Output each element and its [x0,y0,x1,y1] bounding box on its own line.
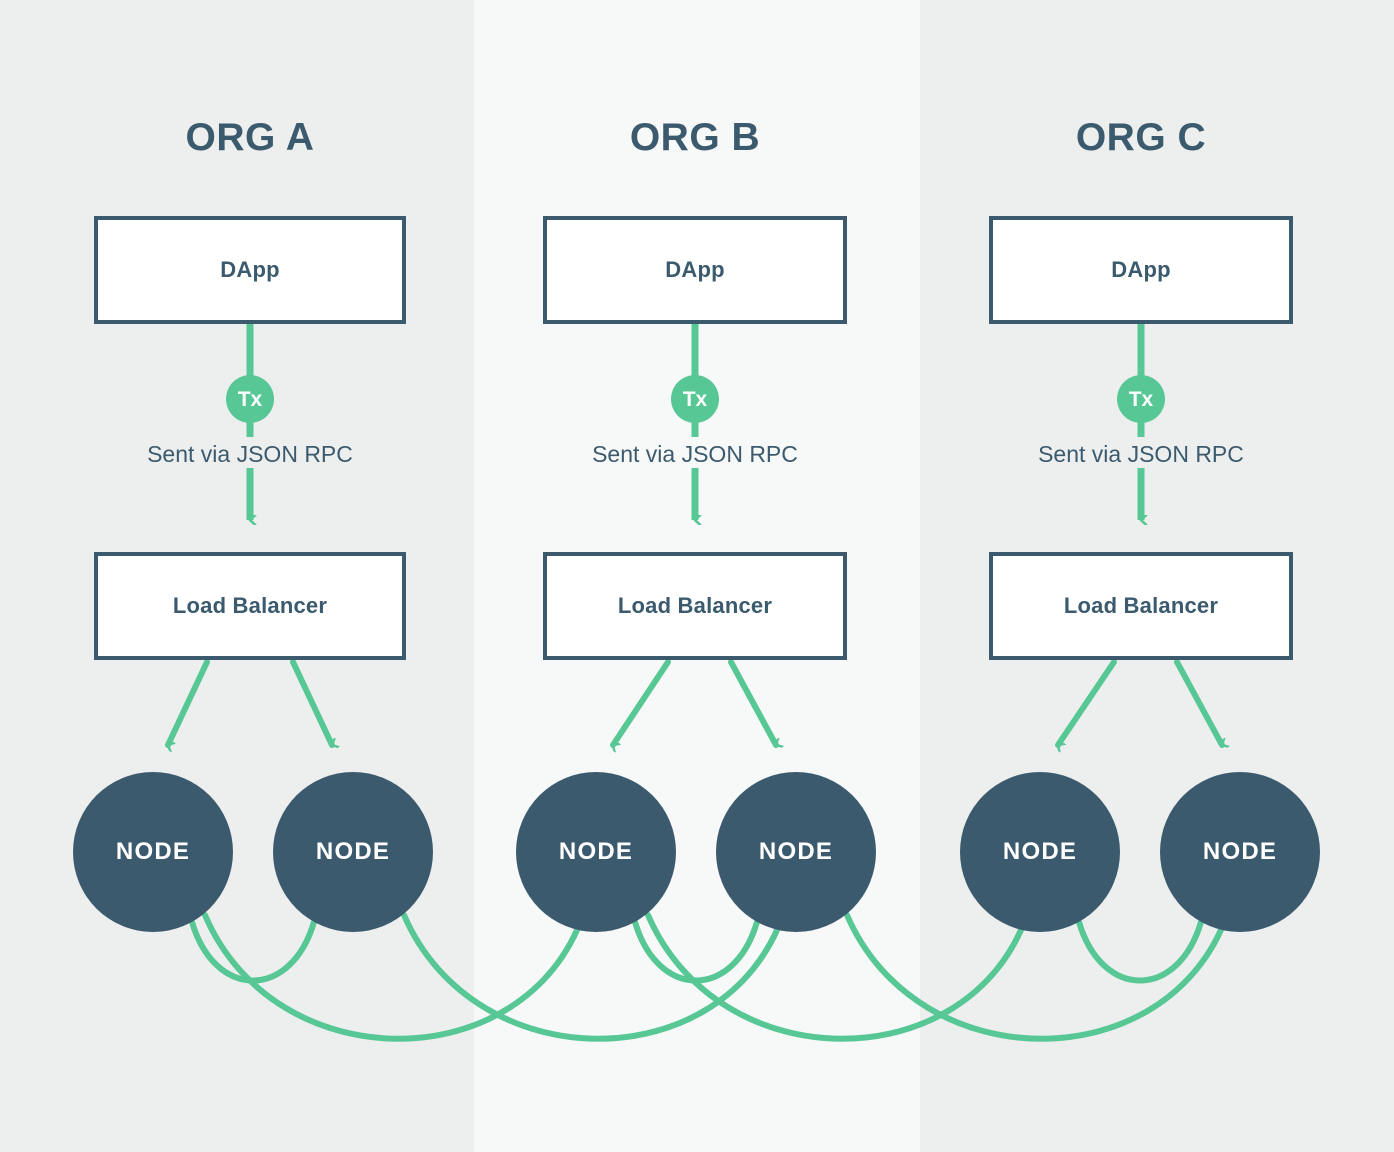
org-a-node-2[interactable]: NODE [273,772,433,932]
org-c-tx-badge: Tx [1117,375,1165,423]
org-b-title: ORG B [629,116,761,159]
org-a-lb-to-node1-arrow [165,659,210,745]
org-c-node-2[interactable]: NODE [1160,772,1320,932]
org-a-flow-connectors [165,324,332,745]
org-a-load-balancer-box[interactable]: Load Balancer [94,552,406,660]
org-c-title: ORG C [1075,116,1207,159]
org-b-json-rpc-label: Sent via JSON RPC [592,441,798,467]
org-c-load-balancer-box[interactable]: Load Balancer [989,552,1293,660]
mesh-arc-node4-node6 [844,912,1230,1042]
mesh-arc-node5-node6 [1076,919,1204,984]
org-b-dapp-box[interactable]: DApp [543,216,847,324]
org-a-json-rpc-label: Sent via JSON RPC [147,441,353,467]
org-b-node-2[interactable]: NODE [716,772,876,932]
mesh-arc-node3-node5 [645,912,1030,1042]
org-a-title: ORG A [185,116,315,159]
mesh-arc-node1-node3 [202,912,586,1042]
org-b-load-balancer-box[interactable]: Load Balancer [543,552,847,660]
org-b-tx-badge: Tx [671,375,719,423]
org-c-lb-to-node2-arrow [1174,659,1222,745]
peer-mesh-arcs [189,912,1230,1042]
org-c-flow-connectors [1055,324,1222,745]
mesh-arc-node2-node4 [401,912,786,1042]
org-a-tx-badge: Tx [226,375,274,423]
org-c-lb-to-node1-arrow [1055,659,1117,745]
org-a-lb-to-node2-arrow [290,659,332,745]
org-b-lb-to-node1-arrow [610,659,671,745]
org-b-lb-to-node2-arrow [728,659,776,745]
org-b-node-1[interactable]: NODE [516,772,676,932]
org-c-node-1[interactable]: NODE [960,772,1120,932]
org-a-node-1[interactable]: NODE [73,772,233,932]
org-a-dapp-box[interactable]: DApp [94,216,406,324]
org-c-json-rpc-label: Sent via JSON RPC [1038,441,1244,467]
org-c-dapp-box[interactable]: DApp [989,216,1293,324]
org-b-flow-connectors [610,324,776,745]
